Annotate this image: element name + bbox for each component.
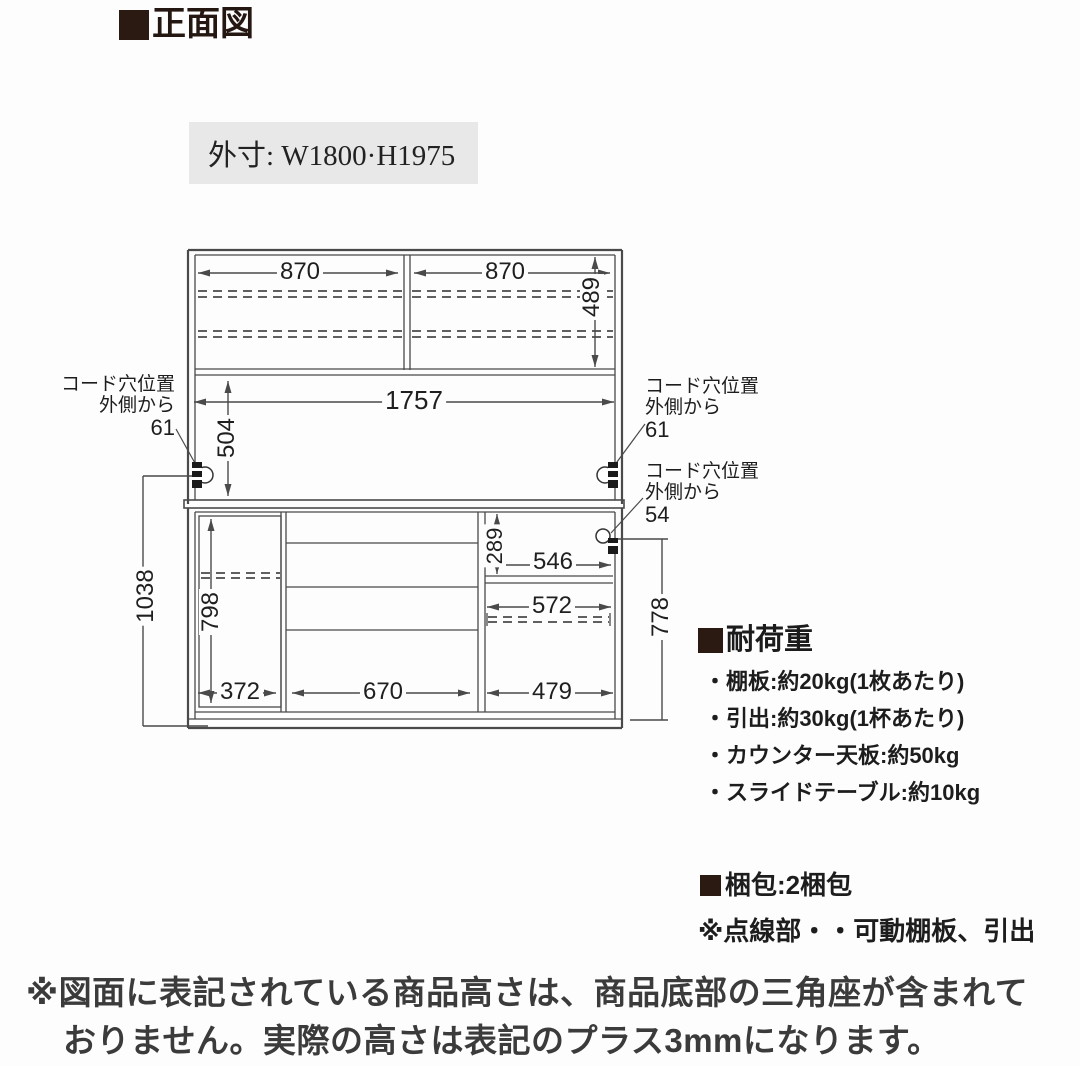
cord-hole-label-right-upper: コード穴位置 外側から 61: [645, 376, 759, 442]
dim-upper-left-width: 870: [276, 260, 324, 284]
outer-dimensions-text: 外寸: W1800·H1975: [208, 140, 456, 172]
load-capacity-heading-text: 耐荷重: [726, 624, 814, 656]
dim-left-door-height: 798: [197, 588, 224, 636]
cord-hole-upper-left: [192, 462, 214, 488]
load-capacity-item: ・棚板:約20kg(1枚あたり): [704, 669, 965, 694]
load-capacity-list: ・棚板:約20kg(1枚あたり) ・引出:約30kg(1杯あたり) ・カウンター…: [704, 663, 980, 811]
cord-hole-label-right-lower-value: 54: [645, 502, 670, 527]
footnote-line2: おりません。実際の高さは表記のプラス3mmになります。: [63, 1022, 941, 1059]
dim-drawers-width: 670: [359, 680, 407, 704]
dim-hutch-width: 1757: [382, 387, 446, 413]
dotted-line-note: ※点線部・・可動棚板、引出: [698, 916, 1036, 946]
dim-niche-height: 289: [482, 524, 507, 568]
cord-hole-label-left-line1: コード穴位置: [60, 374, 175, 395]
countertop: [183, 499, 625, 509]
packaging-text: 梱包:2梱包: [725, 870, 853, 900]
dashed-end-caps: [486, 613, 611, 626]
packaging-heading: 梱包:2梱包: [700, 872, 852, 898]
cord-hole-label-left-line2: 外側から: [98, 395, 175, 416]
outer-dimensions-box: 外寸: W1800·H1975: [189, 122, 478, 184]
cord-hole-lower-right: [595, 528, 618, 554]
load-capacity-heading: 耐荷重: [698, 626, 813, 655]
cord-hole-label-right-upper-value: 61: [645, 417, 670, 442]
dim-upper-height: 489: [578, 273, 605, 321]
cord-hole-label-right-lower-line1: コード穴位置: [645, 461, 760, 482]
dim-right-door-width: 479: [528, 680, 576, 704]
dim-left-door-width: 372: [216, 680, 264, 704]
load-capacity-square-marker-icon: [698, 628, 723, 653]
dim-niche-width: 546: [529, 550, 577, 574]
page-title: 正面図: [119, 8, 254, 42]
dim-total-left-height: 1038: [132, 566, 159, 626]
dim-hutch-height: 504: [213, 414, 240, 462]
cord-hole-label-right-lower: コード穴位置 外側から 54: [645, 461, 759, 527]
load-capacity-item: ・引出:約30kg(1杯あたり): [704, 706, 965, 731]
cord-hole-label-right-upper-line2: 外側から: [645, 397, 722, 418]
title-square-marker-icon: [119, 10, 149, 40]
cord-hole-label-left: コード穴位置 外側から 61: [55, 374, 175, 440]
cord-hole-label-left-value: 61: [150, 415, 175, 440]
load-capacity-item: ・カウンター天板:約50kg: [704, 743, 960, 768]
footnote-line1: ※図面に表記されている商品高さは、商品底部の三角座が含まれて: [26, 974, 1029, 1011]
leader-lines: [175, 423, 646, 534]
cord-hole-label-right-upper-line1: コード穴位置: [645, 376, 760, 397]
dim-upper-right-width: 870: [481, 260, 529, 284]
upper-movable-shelves-dashed: [198, 290, 613, 338]
cord-hole-label-right-lower-line2: 外側から: [645, 482, 722, 503]
load-capacity-item: ・スライドテーブル:約10kg: [704, 780, 981, 805]
packaging-square-marker-icon: [700, 874, 721, 896]
upper-cabinet-outline: [186, 248, 624, 504]
page-title-text: 正面図: [152, 6, 254, 43]
dim-slide-width: 572: [528, 594, 576, 618]
dim-right-height: 778: [647, 593, 674, 641]
cord-hole-upper-right: [596, 462, 618, 488]
